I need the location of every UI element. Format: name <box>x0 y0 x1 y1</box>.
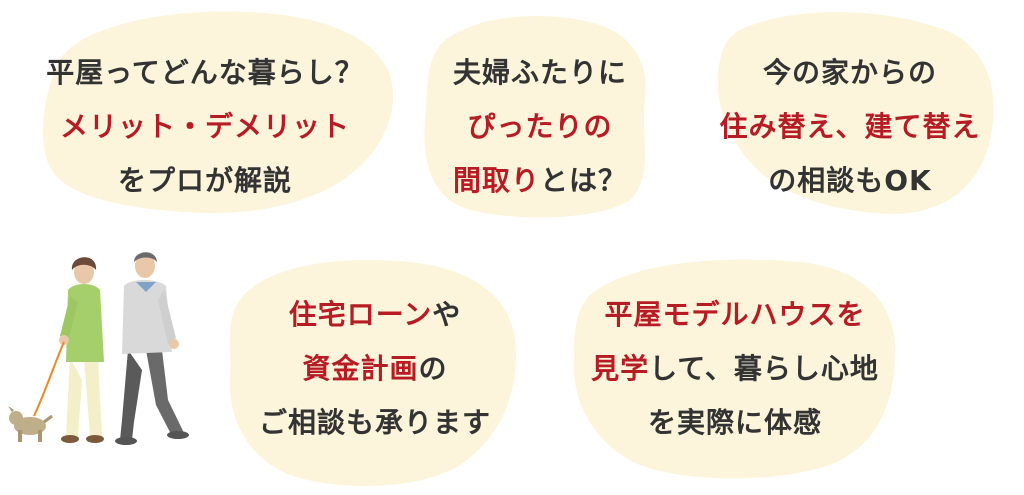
card5-line1: 平屋モデルハウスを <box>604 298 866 331</box>
card5-line2-rest: して、暮らし心地 <box>649 352 879 385</box>
card3-line1: 今の家からの <box>762 56 937 89</box>
card-model-house: 平屋モデルハウスを 見学して、暮らし心地 を実際に体感 <box>560 288 910 450</box>
card2-line2: ぴったりの <box>467 110 613 143</box>
card2-line3-rest: とは？ <box>540 164 628 197</box>
card4-line2-red: 資金計画 <box>302 352 419 385</box>
card1-line1: 平屋ってどんな暮らし？ <box>46 56 364 89</box>
card4-line1-red: 住宅ローン <box>288 298 433 331</box>
man-figure <box>115 252 189 445</box>
blob-3 <box>717 12 994 215</box>
card4-line1: 住宅ローンや <box>225 288 525 342</box>
card5-line2-red: 見学 <box>591 352 650 385</box>
dog-figure <box>8 406 53 442</box>
card3-line3: の相談もOK <box>768 164 932 197</box>
blob-4 <box>229 259 516 487</box>
card5-line3: を実際に体感 <box>647 406 822 439</box>
card2-line3: 間取りとは？ <box>420 154 660 208</box>
card5-line2: 見学して、暮らし心地 <box>560 342 910 396</box>
blob-5 <box>573 259 895 479</box>
card1-line2: メリット・デメリット <box>59 110 350 143</box>
couple-walking-dog-illustration <box>8 252 189 445</box>
woman-figure <box>33 257 104 443</box>
card2-line1: 夫婦ふたりに <box>452 56 627 89</box>
card-couple-floorplan: 夫婦ふたりに ぴったりの 間取りとは？ <box>420 46 660 208</box>
card2-line3-red: 間取り <box>452 164 540 197</box>
card1-line3: をプロが解説 <box>117 164 292 197</box>
card3-line2: 住み替え、建て替え <box>719 110 981 143</box>
card-flat-house-life: 平屋ってどんな暮らし？ メリット・デメリット をプロが解説 <box>20 46 390 208</box>
card-loan-consultation: 住宅ローンや 資金計画の ご相談も承ります <box>225 288 525 450</box>
card4-line2-rest: の <box>418 352 448 385</box>
blob-1 <box>42 11 394 214</box>
card4-line2: 資金計画の <box>225 342 525 396</box>
blob-2 <box>424 15 646 218</box>
card-rebuild-consultation: 今の家からの 住み替え、建て替え の相談もOK <box>690 46 1010 208</box>
card4-line3: ご相談も承ります <box>258 406 491 439</box>
card4-line1-rest: や <box>432 298 462 331</box>
